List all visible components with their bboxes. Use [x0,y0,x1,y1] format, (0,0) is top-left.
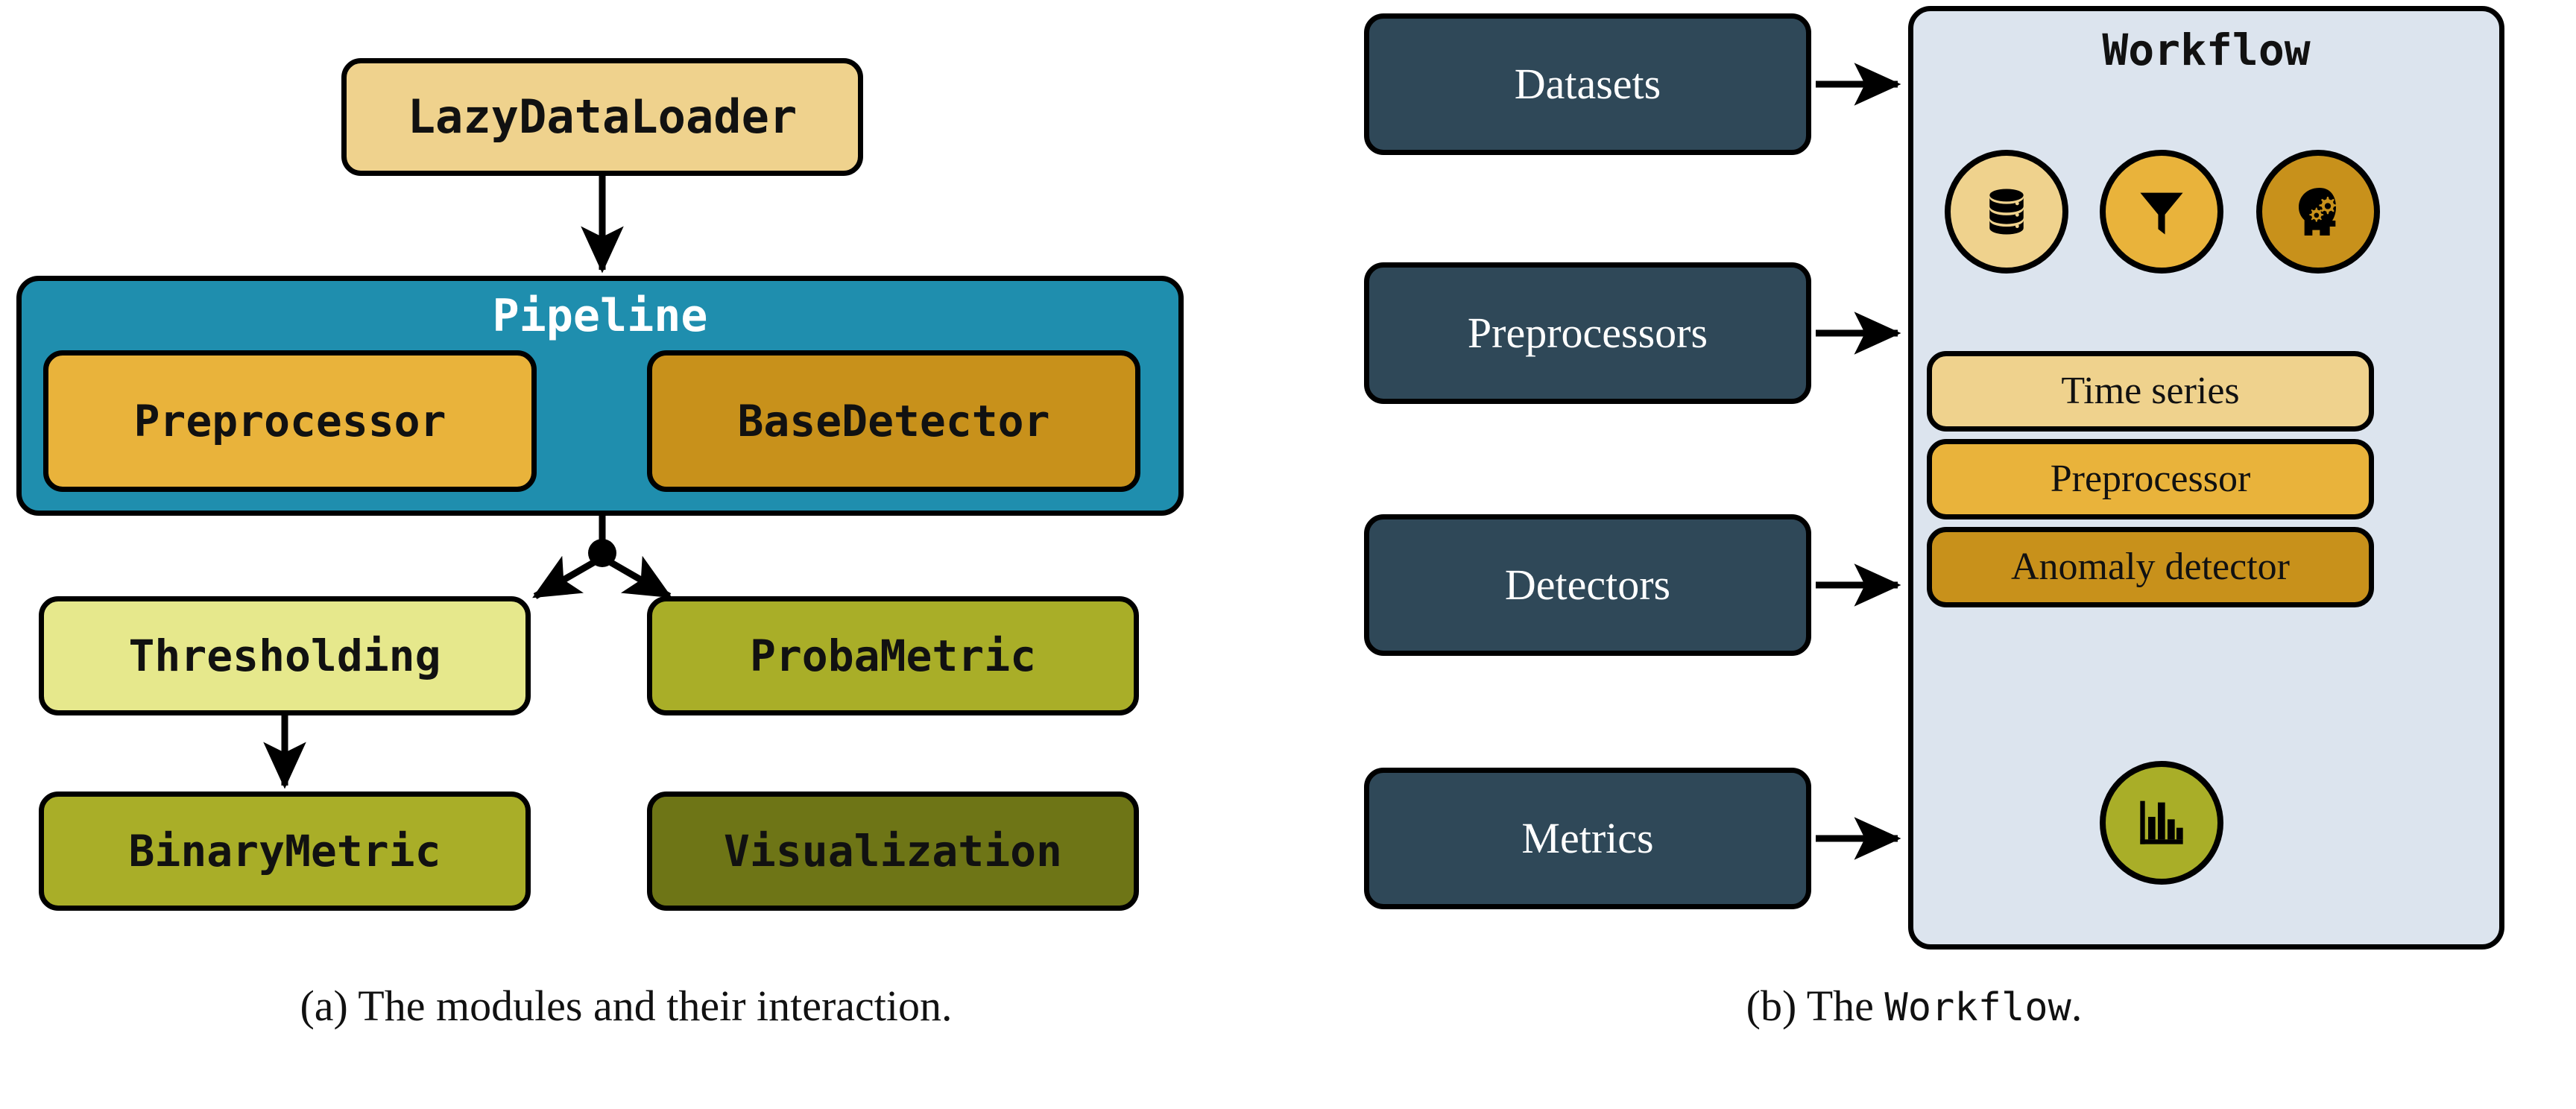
edge-junction-to-probametric [600,554,672,599]
node-binarymetric[interactable]: BinaryMetric [39,792,531,911]
input-detectors[interactable]: Detectors [1364,514,1811,656]
bar-chart-icon-circle[interactable] [2100,761,2223,885]
figure-a-caption: (a) The modules and their interaction. [0,981,1252,1031]
figure-b-caption-text-1: The [1806,982,1874,1030]
stage-time-series[interactable]: Time series [1927,351,2374,432]
node-pipeline-label: Pipeline [492,290,708,342]
filter-funnel-icon-circle[interactable] [2100,150,2223,274]
node-lazydataloader[interactable]: LazyDataLoader [341,58,863,176]
edge-junction-dot [588,539,616,567]
node-preprocessor[interactable]: Preprocessor [43,350,537,492]
figure-a-caption-prefix: (a) [300,982,348,1030]
input-datasets[interactable]: Datasets [1364,13,1811,155]
stage-preprocessor[interactable]: Preprocessor [1927,439,2374,519]
figure-b-caption-text-2: . [2071,982,2083,1030]
figure-b-workflow: Datasets Preprocessors Detectors Metrics… [1252,0,2576,1109]
stage-anomaly-detector[interactable]: Anomaly detector [1927,527,2374,607]
figure-a-caption-text: The modules and their interaction. [358,982,953,1030]
bar-chart-icon [2140,800,2183,844]
brain-gears-icon-circle[interactable] [2256,150,2380,274]
node-basedetector[interactable]: BaseDetector [647,350,1140,492]
figure-b-caption-mono: Workflow [1884,985,2071,1030]
node-thresholding[interactable]: Thresholding [39,596,531,715]
database-icon-circle[interactable] [1945,150,2068,274]
edge-junction-to-thresholding [532,554,604,599]
input-preprocessors[interactable]: Preprocessors [1364,262,1811,404]
input-metrics[interactable]: Metrics [1364,768,1811,909]
figure-b-caption-prefix: (b) [1746,982,1797,1030]
brain-gears-icon [2299,188,2337,236]
figure-a-modules: LazyDataLoader Pipeline Preprocessor Bas… [0,0,1252,1109]
filter-funnel-icon [2140,192,2183,235]
figure-b-caption: (b) The Workflow. [1252,981,2576,1031]
workflow-panel-title: Workflow [2102,25,2311,75]
node-probametric[interactable]: ProbaMetric [647,596,1139,715]
node-visualization[interactable]: Visualization [647,792,1139,911]
workflow-panel[interactable]: Workflow [1908,6,2504,950]
database-icon [1989,189,2024,235]
